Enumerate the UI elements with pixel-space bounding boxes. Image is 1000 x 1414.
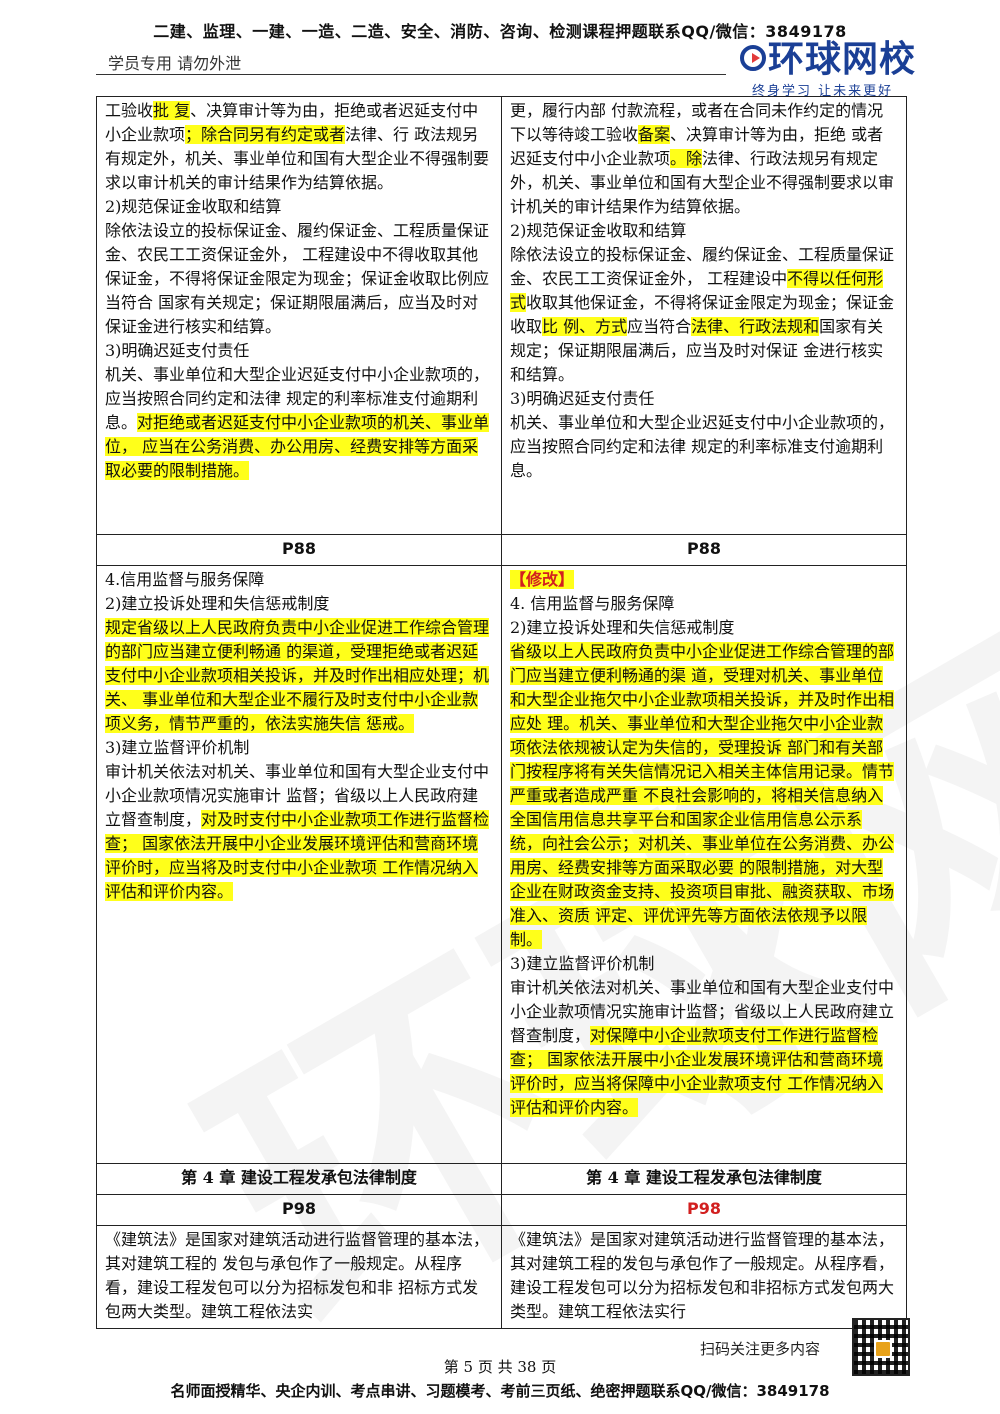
- qr-code-icon[interactable]: [852, 1318, 910, 1376]
- brand-logo-icon: [740, 45, 766, 71]
- brand-slogan: 终身学习 让未来更好: [752, 84, 894, 99]
- subheading: 3)明确迟延支付责任: [510, 389, 655, 408]
- table-row: P98 P98: [96, 1194, 907, 1226]
- bottom-contact-banner: 名师面授精华、央企内训、考点串讲、习题模考、考前三页纸、绝密押题联系QQ/微信：…: [170, 1382, 830, 1400]
- subheading: 3)建立监督评价机制: [510, 954, 655, 973]
- new-text-cell: 《建筑法》是国家对建筑活动进行监督管理的基本法，其对建筑工程的发包与承包作了一般…: [501, 1225, 907, 1329]
- table-row: 4.信用监督与服务保障 2)建立投诉处理和失信惩戒制度 规定省级以上人民政府负责…: [96, 565, 907, 1164]
- subheading: 2)建立投诉处理和失信惩戒制度: [105, 594, 330, 613]
- chapter-title-old: 第 4 章 建设工程发承包法律制度: [96, 1163, 502, 1195]
- paragraph: 省级以上人民政府负责中小企业促进工作综合管理的部门应当建立便利畅通的渠 道，受理…: [510, 642, 895, 949]
- paragraph: 机关、事业单位和大型企业迟延支付中小企业款项的，应当按照合同约定和法律 规定的利…: [510, 413, 895, 480]
- page-ref-old: P98: [96, 1194, 502, 1226]
- page-ref-old: P88: [96, 534, 502, 566]
- chapter-title-new: 第 4 章 建设工程发承包法律制度: [501, 1163, 907, 1195]
- paragraph: 工验收批 复、决算审计等为由，拒绝或者迟延支付中小企业款项；除合同另有约定或者法…: [105, 101, 490, 192]
- paragraph: 机关、事业单位和大型企业迟延支付中小企业款项的，应当按照合同约定和法律 规定的利…: [105, 365, 490, 480]
- brand-logo-text: 环球网校: [768, 39, 917, 80]
- subheading: 4. 信用监督与服务保障: [510, 594, 675, 613]
- comparison-table: 工验收批 复、决算审计等为由，拒绝或者迟延支付中小企业款项；除合同另有约定或者法…: [96, 96, 907, 1329]
- subheading: 3)明确迟延支付责任: [105, 341, 250, 360]
- brand-logo: 环球网校: [738, 40, 916, 80]
- paragraph: 《建筑法》是国家对建筑活动进行监督管理的基本法，其对建筑工程的 发包与承包作了一…: [105, 1230, 490, 1321]
- page-ref-new: P88: [501, 534, 907, 566]
- scan-prompt: 扫码关注更多内容: [700, 1340, 821, 1358]
- old-text-cell: 工验收批 复、决算审计等为由，拒绝或者迟延支付中小企业款项；除合同另有约定或者法…: [96, 96, 502, 535]
- paragraph: 审计机关依法对机关、事业单位和国有大型企业支付中小企业款项情况实施审计 监督；省…: [105, 762, 490, 901]
- paragraph: 更，履行内部 付款流程，或者在合同未作约定的情况下以等待竣工验收备案、决算审计等…: [510, 101, 895, 216]
- subheading: 3)建立监督评价机制: [105, 738, 250, 757]
- table-row: 工验收批 复、决算审计等为由，拒绝或者迟延支付中小企业款项；除合同另有约定或者法…: [96, 96, 907, 535]
- top-contact-banner: 二建、监理、一建、一造、二造、安全、消防、咨询、检测课程押题联系QQ/微信：38…: [153, 22, 847, 41]
- old-text-cell: 《建筑法》是国家对建筑活动进行监督管理的基本法，其对建筑工程的 发包与承包作了一…: [96, 1225, 502, 1329]
- student-only-note: 学员专用 请勿外泄: [108, 54, 242, 73]
- subheading: 4.信用监督与服务保障: [105, 570, 265, 589]
- subheading: 2)规范保证金收取和结算: [105, 197, 282, 216]
- revision-tag: 【修改】: [510, 570, 575, 589]
- subheading: 2)规范保证金收取和结算: [510, 221, 687, 240]
- table-row: 《建筑法》是国家对建筑活动进行监督管理的基本法，其对建筑工程的 发包与承包作了一…: [96, 1225, 907, 1329]
- new-text-cell: 【修改】 4. 信用监督与服务保障 2)建立投诉处理和失信惩戒制度 省级以上人民…: [501, 565, 907, 1164]
- page-ref-new: P98: [501, 1194, 907, 1226]
- page-number: 第 5 页 共 38 页: [443, 1358, 557, 1376]
- new-text-cell: 更，履行内部 付款流程，或者在合同未作约定的情况下以等待竣工验收备案、决算审计等…: [501, 96, 907, 535]
- paragraph: 《建筑法》是国家对建筑活动进行监督管理的基本法，其对建筑工程的发包与承包作了一般…: [510, 1230, 895, 1321]
- header-divider: [96, 74, 726, 75]
- old-text-cell: 4.信用监督与服务保障 2)建立投诉处理和失信惩戒制度 规定省级以上人民政府负责…: [96, 565, 502, 1164]
- paragraph: 除依法设立的投标保证金、履约保证金、工程质量保证金、农民工工资保证金外， 工程建…: [105, 221, 490, 336]
- paragraph: 审计机关依法对机关、事业单位和国有大型企业支付中小企业款项情况实施审计监督；省级…: [510, 978, 895, 1117]
- table-row: 第 4 章 建设工程发承包法律制度 第 4 章 建设工程发承包法律制度: [96, 1163, 907, 1195]
- paragraph: 除依法设立的投标保证金、履约保证金、工程质量保证金、农民工工资保证金外， 工程建…: [510, 245, 895, 384]
- table-row: P88 P88: [96, 534, 907, 566]
- paragraph: 规定省级以上人民政府负责中小企业促进工作综合管理的部门应当建立便利畅通 的渠道，…: [105, 618, 490, 733]
- subheading: 2)建立投诉处理和失信惩戒制度: [510, 618, 735, 637]
